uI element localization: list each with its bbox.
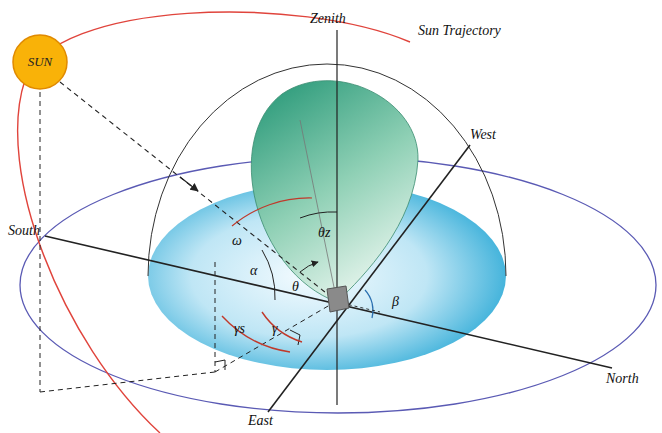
angle-label: β xyxy=(392,295,399,309)
angle-label: θ xyxy=(292,280,299,294)
ray-arrow xyxy=(180,177,198,191)
angle-label: γ xyxy=(272,322,278,336)
azimuth-projection xyxy=(215,302,335,372)
axis-label: North xyxy=(606,372,639,386)
sun-drop-line xyxy=(40,92,41,392)
sun-disc xyxy=(13,35,67,89)
tilt-arc xyxy=(365,290,373,318)
solar-panel xyxy=(327,286,349,312)
angle-label: ω xyxy=(232,234,242,248)
vertical-projection xyxy=(215,262,216,372)
ground-projection xyxy=(40,372,215,392)
zenith-axis xyxy=(336,30,337,405)
east-west-axis xyxy=(268,145,470,412)
incidence-arc xyxy=(300,262,318,272)
axis-label: Zenith xyxy=(310,12,346,26)
sun-label: SUN xyxy=(28,54,53,70)
sun-circle: SUN xyxy=(12,34,68,90)
omega-arc xyxy=(232,198,312,226)
right-angle-mark xyxy=(215,360,225,370)
zenith-angle-arc xyxy=(300,212,337,218)
angle-label: α xyxy=(250,264,257,278)
sun-ray xyxy=(60,82,335,300)
axis-label: South xyxy=(8,224,40,238)
solar-azimuth-arc xyxy=(222,316,290,352)
axis-label: West xyxy=(470,128,496,142)
trajectory-label: Sun Trajectory xyxy=(418,24,501,38)
angle-label: θz xyxy=(318,226,330,240)
surface-normal xyxy=(300,120,337,302)
angle-label: γs xyxy=(234,322,245,336)
surface-azimuth-arc xyxy=(262,312,302,342)
normal-cone xyxy=(251,81,418,302)
south-north-axis xyxy=(45,236,612,368)
altitude-arc xyxy=(262,250,275,300)
axis-label: East xyxy=(248,414,273,428)
